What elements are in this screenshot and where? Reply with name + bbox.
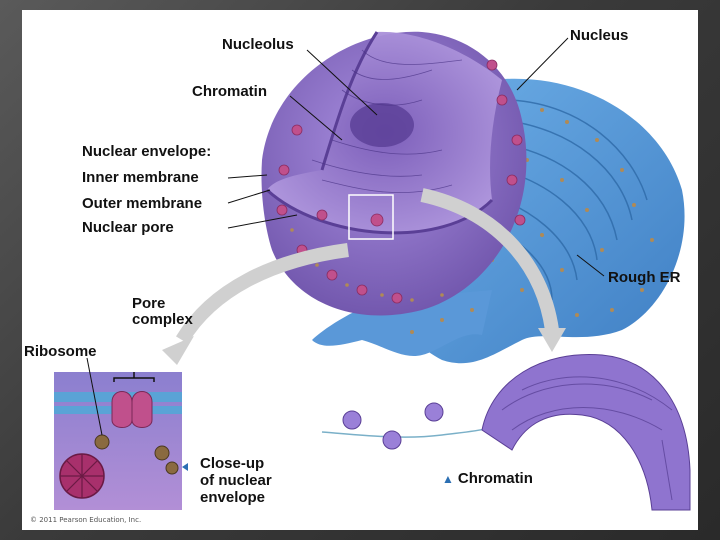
- arrow-to-closeup: [175, 243, 349, 344]
- ribosome-dot: [94, 434, 110, 450]
- label-outer-membrane: Outer membrane: [82, 195, 203, 212]
- triangle-marker-icon: ▲: [442, 472, 454, 486]
- label-chromatin-bottom: ▲Chromatin: [442, 470, 533, 488]
- label-closeup-1: Close-up: [200, 455, 265, 472]
- nucleus-sphere: [261, 31, 527, 316]
- label-ribosome: Ribosome: [24, 343, 97, 360]
- label-closeup-2: of nuclear: [200, 472, 272, 489]
- inset-box: [348, 194, 394, 240]
- nucleolus-shape: [350, 103, 414, 147]
- label-inner-membrane: Inner membrane: [82, 169, 199, 186]
- nucleus-illustration: [54, 31, 691, 511]
- label-nuclear-envelope: Nuclear envelope:: [82, 143, 212, 160]
- closeup-panel: [54, 372, 182, 510]
- label-pore-complex-1: Pore: [132, 295, 166, 312]
- leader-lines: [86, 37, 605, 436]
- label-chromatin-top: Chromatin: [192, 83, 267, 100]
- arrow-to-chromatin: [420, 188, 559, 332]
- label-closeup-3: envelope: [200, 489, 266, 506]
- copyright-notice: © 2011 Pearson Education, Inc.: [30, 516, 142, 524]
- chromatin-fiber: [321, 353, 691, 511]
- label-nuclear-pore: Nuclear pore: [82, 219, 174, 236]
- label-rough-er: Rough ER: [608, 269, 681, 286]
- label-nucleolus: Nucleolus: [222, 36, 294, 53]
- label-pore-complex-2: complex: [132, 311, 193, 328]
- label-chromatin-bottom-text: Chromatin: [457, 470, 533, 487]
- label-nucleus: Nucleus: [570, 27, 629, 44]
- slide: Nucleolus Nucleus Chromatin Nuclear enve…: [22, 10, 698, 530]
